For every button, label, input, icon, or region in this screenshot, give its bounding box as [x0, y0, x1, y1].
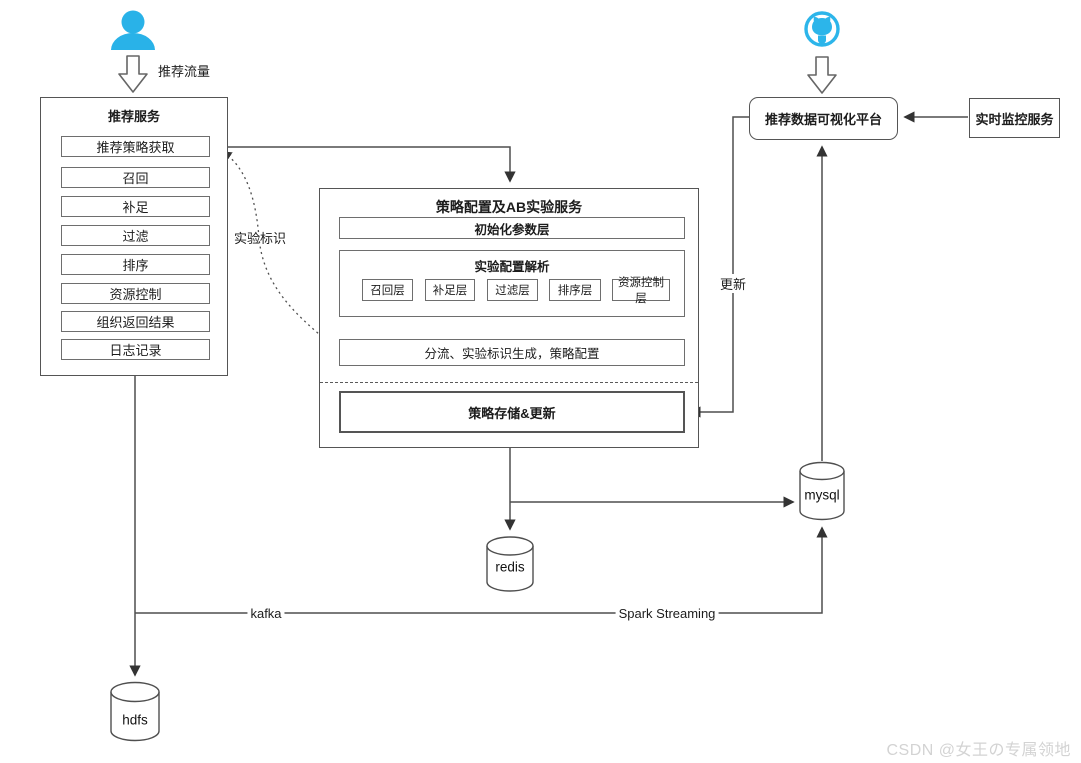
kafka-label: kafka — [247, 606, 285, 621]
layer-rank: 排序层 — [549, 279, 601, 301]
step-rank: 排序 — [61, 254, 210, 275]
init-param-layer-box: 初始化参数层 — [339, 217, 685, 239]
connector-platform-to-storage — [689, 116, 749, 418]
connector-strategy-to-ab-service — [210, 146, 516, 183]
hdfs-label: hdfs — [122, 712, 148, 728]
ab-service-title: 策略配置及AB实验服务 — [435, 199, 583, 215]
layer-filter: 过滤层 — [487, 279, 538, 301]
redis-cylinder — [486, 536, 534, 592]
update-label: 更新 — [716, 274, 750, 293]
layer-supplement: 补足层 — [425, 279, 475, 301]
step-resource-control: 资源控制 — [61, 283, 210, 304]
redis-label: redis — [495, 559, 525, 575]
recommend-service-title: 推荐服务 — [107, 109, 160, 124]
experiment-parse-title: 实验配置解析 — [474, 260, 550, 274]
connector-kafka-spark-to-mysql — [135, 526, 828, 614]
mysql-cylinder — [799, 461, 845, 521]
experiment-id-label: 实验标识 — [234, 231, 287, 246]
step-recall: 召回 — [61, 167, 210, 188]
step-filter: 过滤 — [61, 225, 210, 246]
admin-arrow — [807, 56, 837, 94]
connector-experiment-id-dotted — [221, 151, 340, 352]
step-strategy-fetch: 推荐策略获取 — [61, 136, 210, 157]
traffic-label: 推荐流量 — [158, 64, 211, 79]
layer-resource-control: 资源控制层 — [612, 277, 670, 305]
realtime-monitor-box: 实时监控服务 — [969, 98, 1060, 138]
hdfs-cylinder — [110, 681, 160, 742]
step-logging: 日志记录 — [61, 339, 210, 360]
watermark: CSDN @女王の专属领地 — [886, 742, 1071, 759]
layer-recall: 召回层 — [362, 279, 413, 301]
step-assemble-result: 组织返回结果 — [61, 311, 210, 332]
traffic-arrow — [118, 55, 148, 93]
visualization-platform-box: 推荐数据可视化平台 — [749, 97, 898, 140]
mysql-label: mysql — [804, 487, 840, 503]
split-experiment-box: 分流、实验标识生成，策略配置 — [339, 339, 685, 366]
strategy-storage-box: 策略存储&更新 — [339, 391, 685, 433]
ab-service-divider — [320, 382, 698, 383]
github-icon — [804, 11, 840, 47]
spark-streaming-label: Spark Streaming — [615, 606, 719, 621]
step-supplement: 补足 — [61, 196, 210, 217]
user-icon — [111, 10, 155, 50]
